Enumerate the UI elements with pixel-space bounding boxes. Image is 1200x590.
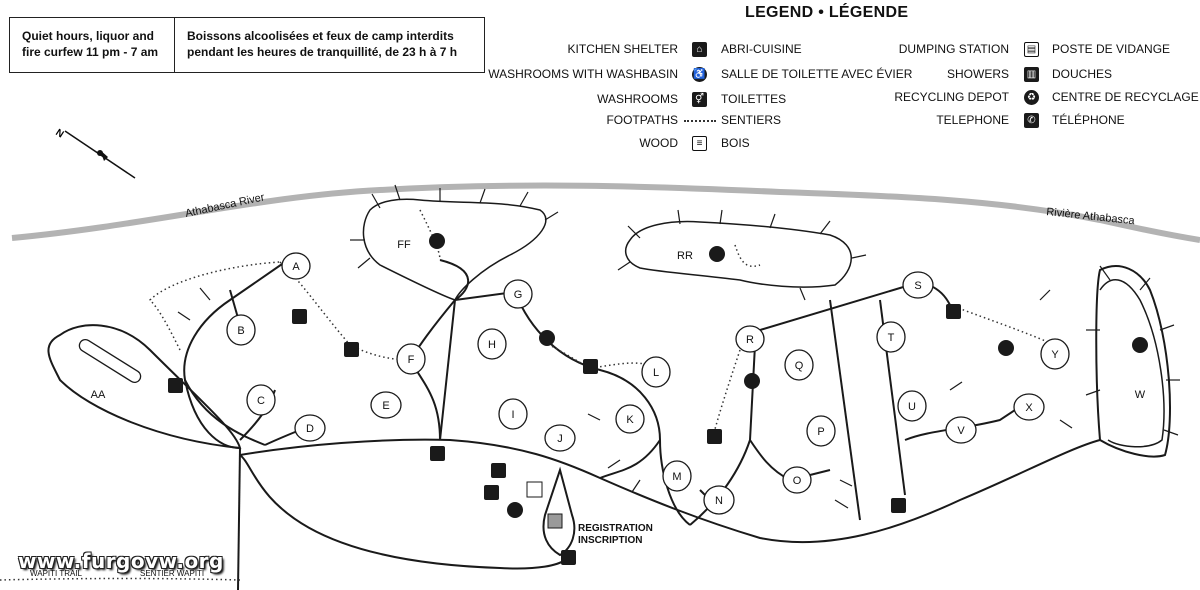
registration-label-en: REGISTRATION <box>578 523 653 534</box>
registration-label-fr: INSCRIPTION <box>578 535 642 546</box>
legend-recycling-en: RECYCLING DEPOT <box>894 90 1009 104</box>
loop-labels: A B C D E F G H I J K L M N O P Q R S T … <box>91 239 1146 507</box>
kitchen-shelter-icon: ⌂ <box>692 42 707 57</box>
loop-label-h: H <box>488 339 496 351</box>
loop-label-b: B <box>237 325 244 337</box>
recycling-icon: ♻ <box>1024 90 1039 105</box>
loop-label-d: D <box>306 423 314 435</box>
kitchen-shelter-icon <box>707 429 722 444</box>
loop-label-i: I <box>511 409 514 421</box>
watermark: www.furgovw.org <box>18 549 224 573</box>
legend-kitchen-fr: ABRI-CUISINE <box>721 42 802 56</box>
telephone-icon <box>561 550 576 565</box>
legend-showers-en: SHOWERS <box>946 67 1009 81</box>
dumping-station-icon: ▤ <box>1024 42 1039 57</box>
loop-label-u: U <box>908 401 916 413</box>
legend-recycling-fr: CENTRE DE RECYCLAGE <box>1052 90 1199 104</box>
legend-washbasin-fr: SALLE DE TOILETTE AVEC ÉVIER <box>721 67 913 81</box>
telephone-icon: ✆ <box>1024 113 1039 128</box>
loop-label-rr: RR <box>677 250 693 262</box>
washbasin-icon: ♿ <box>692 67 707 82</box>
notice-en-line-1: Quiet hours, liquor and <box>22 29 154 43</box>
legend-footpath-fr: SENTIERS <box>721 113 782 127</box>
site-boundaries <box>362 198 1165 448</box>
loop-label-e: E <box>382 400 389 412</box>
washroom-icon <box>292 309 307 324</box>
loop-label-v: V <box>957 425 965 437</box>
washbasin-icon <box>1132 337 1148 353</box>
loop-label-o: O <box>793 475 802 487</box>
loop-label-a: A <box>292 261 300 273</box>
loop-label-m: M <box>672 471 681 483</box>
loop-markers <box>78 252 1070 515</box>
legend-wood-fr: BOIS <box>721 136 750 150</box>
loop-label-x: X <box>1025 402 1033 414</box>
legend-dumping-en: DUMPING STATION <box>898 42 1009 56</box>
wood-icon <box>491 463 506 478</box>
legend-showers-fr: DOUCHES <box>1052 67 1113 81</box>
washbasin-icon <box>709 246 725 262</box>
loop-label-f: F <box>408 354 415 366</box>
shower-icon <box>168 378 183 393</box>
loop-label-t: T <box>888 332 895 344</box>
notice-fr-line-2: pendant les heures de tranquillité, de 2… <box>187 45 458 59</box>
footpath-line <box>684 120 716 122</box>
telephone-icon <box>430 446 445 461</box>
trail-label-en: WAPITI TRAIL <box>30 569 83 578</box>
shower-icon: ▥ <box>1024 67 1039 82</box>
registration-building <box>547 513 563 529</box>
dumping-station-icon <box>526 481 543 498</box>
kitchen-shelter-icon <box>344 342 359 357</box>
washroom-icon: ⚥ <box>692 92 707 107</box>
wood-icon: ≡ <box>692 136 707 151</box>
loop-label-j: J <box>557 433 563 445</box>
legend-telephone-fr: TÉLÉPHONE <box>1052 113 1125 127</box>
notice-en-line-2: fire curfew 11 pm - 7 am <box>22 45 159 59</box>
legend-kitchen-en: KITCHEN SHELTER <box>567 42 678 56</box>
loop-label-c: C <box>257 395 265 407</box>
compass-rose: N <box>53 127 136 179</box>
legend-washbasin-en: WASHROOMS WITH WASHBASIN <box>488 67 678 81</box>
loop-label-q: Q <box>795 360 804 372</box>
legend-wood-en: WOOD <box>639 136 678 150</box>
loop-label-w: W <box>1135 389 1146 401</box>
legend-washroom-en: WASHROOMS <box>597 92 678 106</box>
tree-marks <box>177 184 1180 509</box>
recycling-icon <box>507 502 523 518</box>
loop-label-l: L <box>653 367 659 379</box>
loop-label-r: R <box>746 334 754 346</box>
washbasin-icon <box>998 340 1014 356</box>
washbasin-icon <box>539 330 555 346</box>
notice-fr-line-1: Boissons alcoolisées et feux de camp int… <box>187 29 454 43</box>
kitchen-shelter-icon <box>946 304 961 319</box>
shower-icon <box>484 485 499 500</box>
legend-title: LEGEND • LÉGENDE <box>745 4 909 21</box>
legend-footpath-en: FOOTPATHS <box>606 113 678 127</box>
legend-telephone-en: TELEPHONE <box>936 113 1009 127</box>
kitchen-shelter-icon <box>583 359 598 374</box>
legend-dumping-fr: POSTE DE VIDANGE <box>1052 42 1171 56</box>
legend-washroom-fr: TOILETTES <box>721 92 787 106</box>
loop-label-n: N <box>715 495 723 507</box>
telephone-icon <box>891 498 906 513</box>
loop-label-p: P <box>817 426 824 438</box>
loop-label-s: S <box>914 280 921 292</box>
loop-label-k: K <box>626 414 634 426</box>
athabasca-river <box>11 182 1200 243</box>
river-label-fr: Rivière Athabasca <box>1046 206 1136 227</box>
quiet-hours-notice: Quiet hours, liquor and fire curfew 11 p… <box>9 17 485 73</box>
loop-label-ff: FF <box>397 239 411 251</box>
loop-label-g: G <box>514 289 523 301</box>
washbasin-icon <box>429 233 445 249</box>
river-label-en: Athabasca River <box>184 191 266 220</box>
loop-label-aa: AA <box>91 389 106 401</box>
washbasin-icon <box>744 373 760 389</box>
notice-english: Quiet hours, liquor and fire curfew 11 p… <box>10 18 175 72</box>
loop-label-y: Y <box>1051 349 1059 361</box>
compass-north-label: N <box>53 127 65 140</box>
notice-french: Boissons alcoolisées et feux de camp int… <box>175 18 457 72</box>
map-facilities <box>168 233 1148 565</box>
trail-label-fr: SENTIER WAPITI <box>140 569 204 578</box>
